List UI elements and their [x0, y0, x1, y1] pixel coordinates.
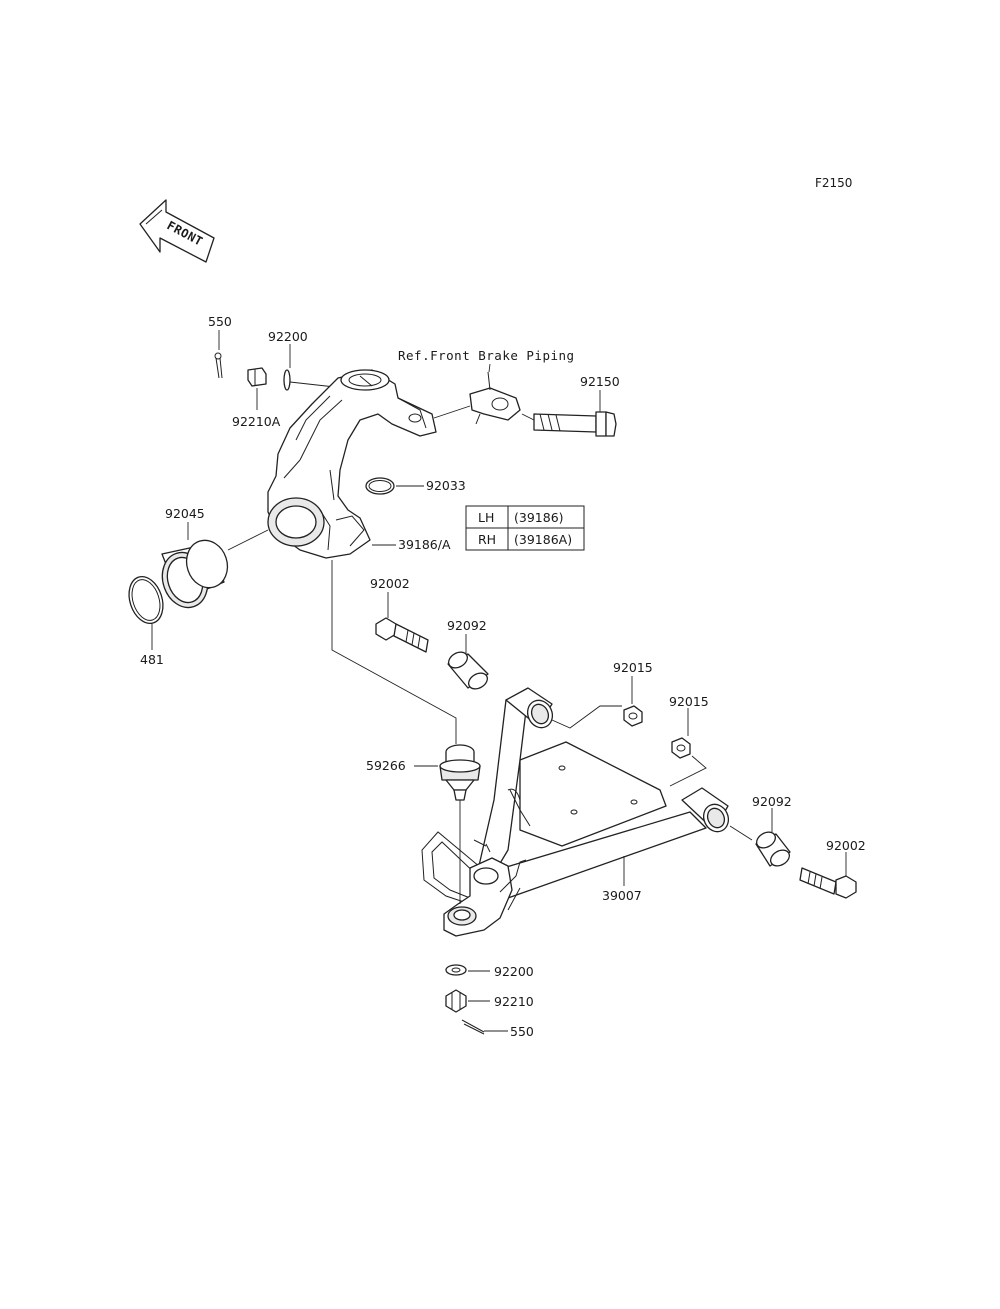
steering-knuckle	[267, 369, 437, 559]
table-part-lh: (39186)	[514, 510, 564, 525]
collar-92092-left	[447, 651, 489, 690]
label-39007: 39007	[602, 888, 642, 903]
snap-ring-481	[128, 575, 164, 625]
label-92092-left: 92092	[447, 618, 487, 633]
bearing-92045	[161, 539, 229, 609]
bolt-92002-left	[375, 617, 429, 653]
lower-a-arm	[421, 687, 730, 937]
front-arrow-icon: FRONT	[139, 199, 215, 263]
label-92200-bottom: 92200	[494, 964, 534, 979]
table-side-rh: RH	[478, 532, 496, 547]
washer-bottom	[445, 964, 467, 976]
label-92002-left: 92002	[370, 576, 410, 591]
table-side-lh: LH	[478, 510, 494, 525]
cotter-pin-bottom	[461, 1019, 485, 1035]
bolt-92150	[533, 411, 617, 437]
brake-hose-bracket	[469, 371, 521, 425]
label-92002-right: 92002	[826, 838, 866, 853]
label-92200-top: 92200	[268, 329, 308, 344]
ref-note: Ref.Front Brake Piping	[398, 348, 575, 363]
collar-92092-right	[755, 831, 791, 867]
label-481: 481	[140, 652, 164, 667]
label-550-bottom: 550	[510, 1024, 534, 1039]
label-92150: 92150	[580, 374, 620, 389]
castle-nut-bottom	[445, 989, 467, 1013]
label-39186a: 39186/A	[398, 537, 451, 552]
castle-nut-top	[247, 367, 267, 387]
nut-92015-b	[671, 737, 691, 759]
label-550-top: 550	[208, 314, 232, 329]
side-table: LH (39186) RH (39186A)	[465, 505, 585, 551]
table-part-rh: (39186A)	[514, 532, 572, 547]
bolt-92002-right	[799, 867, 857, 899]
label-92015-a: 92015	[613, 660, 653, 675]
cotter-pin-top	[214, 352, 223, 379]
ball-joint-59266	[439, 744, 481, 801]
label-92210: 92210	[494, 994, 534, 1009]
label-92033: 92033	[426, 478, 466, 493]
label-92015-b: 92015	[669, 694, 709, 709]
label-92045: 92045	[165, 506, 205, 521]
label-92210a: 92210A	[232, 414, 281, 429]
diagram-code: F2150	[815, 176, 852, 190]
circlip-92033	[365, 477, 395, 495]
washer-top	[283, 369, 291, 391]
label-92092-right: 92092	[752, 794, 792, 809]
label-59266: 59266	[366, 758, 406, 773]
nut-92015-a	[623, 705, 643, 727]
